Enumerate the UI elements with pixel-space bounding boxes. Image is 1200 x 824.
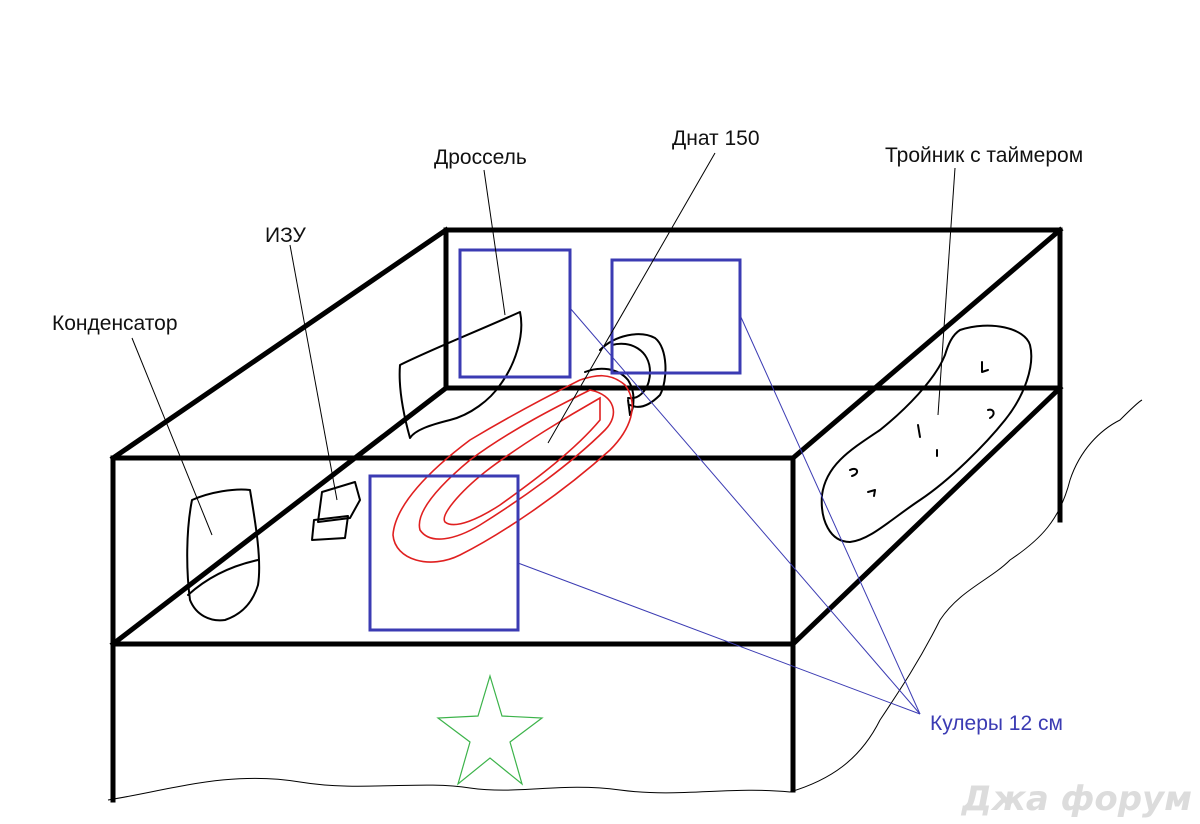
igniter-leader xyxy=(289,244,338,501)
condenser-shape xyxy=(186,488,261,622)
box-frame xyxy=(109,226,1064,803)
label-condenser: Конденсатор xyxy=(52,312,178,335)
star-shape xyxy=(436,673,544,786)
lamp-socket xyxy=(584,333,667,416)
lamp-glow xyxy=(392,374,634,563)
fan-back-left xyxy=(458,248,572,379)
label-coolers: Кулеры 12 см xyxy=(930,712,1063,735)
label-timer: Тройник с таймером xyxy=(885,144,1083,167)
ballast-shape xyxy=(398,311,523,439)
timer-leader xyxy=(937,167,956,416)
fan-back-right xyxy=(610,258,742,375)
lamp-leader xyxy=(547,152,716,444)
condenser-leader xyxy=(131,337,213,536)
label-igniter: ИЗУ xyxy=(265,224,307,247)
label-lamp: Днат 150 xyxy=(672,127,760,150)
ballast-leader xyxy=(483,169,506,316)
label-ballast: Дроссель xyxy=(434,146,527,169)
ground-line-right xyxy=(789,399,1143,793)
fan-front xyxy=(368,474,520,632)
igniter-shape xyxy=(311,481,361,541)
timer-tee-shape xyxy=(820,324,1033,543)
ground-line-bottom xyxy=(107,777,791,801)
watermark-text: Джа форум xyxy=(961,779,1192,819)
coolers-leaders xyxy=(517,307,921,715)
